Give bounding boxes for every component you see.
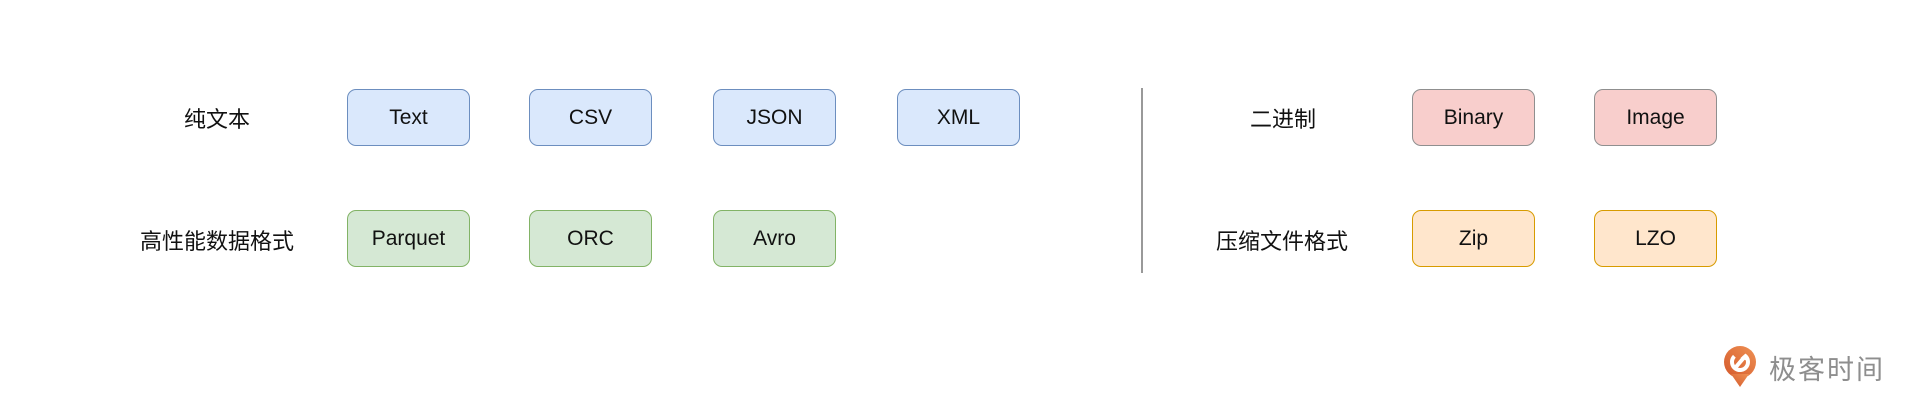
- section-divider: [1141, 88, 1143, 273]
- group-label-compressed: 压缩文件格式: [1215, 229, 1349, 254]
- geektime-pin-icon: [1720, 344, 1760, 390]
- geektime-logo-text: 极客时间: [1769, 354, 1885, 385]
- group-label-high-performance: 高性能数据格式: [139, 229, 295, 254]
- group-label-binary: 二进制: [1249, 107, 1317, 132]
- format-box-text: Text: [347, 89, 470, 146]
- format-box-json: JSON: [713, 89, 836, 146]
- format-box-zip: Zip: [1412, 210, 1535, 267]
- format-box-image: Image: [1594, 89, 1717, 146]
- format-box-avro: Avro: [713, 210, 836, 267]
- format-box-lzo: LZO: [1594, 210, 1717, 267]
- geektime-logo: 极客时间: [1720, 343, 1885, 391]
- format-box-csv: CSV: [529, 89, 652, 146]
- format-box-orc: ORC: [529, 210, 652, 267]
- group-label-plain-text: 纯文本: [183, 107, 251, 132]
- format-box-binary: Binary: [1412, 89, 1535, 146]
- format-box-parquet: Parquet: [347, 210, 470, 267]
- format-box-xml: XML: [897, 89, 1020, 146]
